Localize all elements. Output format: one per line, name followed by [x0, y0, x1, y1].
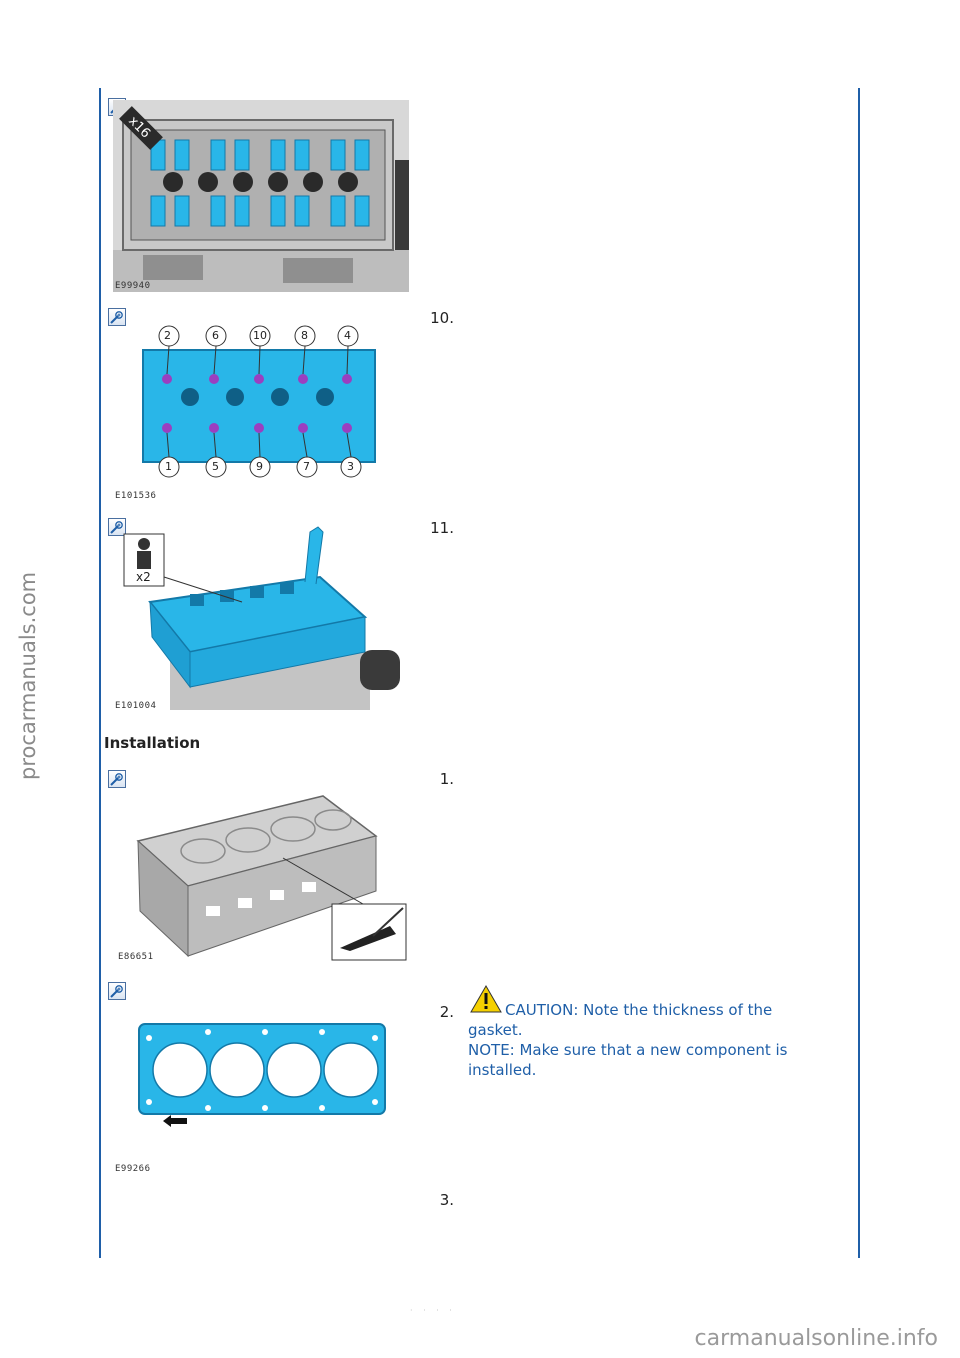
- sequence-label: 1: [165, 460, 172, 473]
- figure-camshaft-caps: x16: [113, 100, 409, 292]
- figure-code: E86651: [118, 952, 154, 962]
- caution-icon: [469, 984, 503, 1014]
- section-heading: Installation: [104, 734, 201, 752]
- sequence-label: 5: [212, 460, 219, 473]
- step-number: 10.: [430, 309, 454, 327]
- side-watermark: procarmanuals.com: [16, 571, 40, 780]
- step-number: 1.: [439, 770, 454, 788]
- sequence-label: 10: [253, 329, 267, 342]
- figure-code: E101004: [115, 701, 157, 711]
- sequence-label: 8: [301, 329, 308, 342]
- figure-tightening-sequence: 2 6 10 8 4 1 5 9 7 3: [135, 322, 385, 482]
- footer-fragment: · · · ·: [410, 1306, 456, 1315]
- zoom-icon[interactable]: [108, 982, 126, 1000]
- zoom-icon[interactable]: [108, 308, 126, 326]
- zoom-icon[interactable]: [108, 518, 126, 536]
- figure-code: E101536: [115, 491, 157, 501]
- figure-head-gasket: [135, 1018, 390, 1133]
- caution-text-line-1: CAUTION: Note the thickness of the: [505, 1001, 773, 1019]
- sequence-label: 7: [303, 460, 310, 473]
- caution-text-line-2: gasket.: [468, 1021, 523, 1039]
- sequence-label: 2: [164, 329, 171, 342]
- step-2-instructions: CAUTION: Note the thickness of the gaske…: [468, 1000, 838, 1080]
- step-number: 3.: [439, 1191, 454, 1209]
- note-text-line-1: NOTE: Make sure that a new component is: [468, 1041, 788, 1059]
- sequence-label: 6: [212, 329, 219, 342]
- figure-code: E99266: [115, 1164, 151, 1174]
- sequence-label: 9: [256, 460, 263, 473]
- left-margin-rule: [99, 88, 101, 1258]
- sequence-label: 4: [344, 329, 351, 342]
- right-margin-rule: [858, 88, 860, 1258]
- figure-code: E99940: [115, 281, 151, 291]
- note-text-line-2: installed.: [468, 1061, 537, 1079]
- step-number: 11.: [430, 519, 454, 537]
- figure-callout: x2: [136, 570, 151, 584]
- figure-cleaning-surface: [118, 786, 410, 964]
- sequence-label: 3: [347, 460, 354, 473]
- figure-cylinder-head-removal: x2: [120, 522, 410, 712]
- bottom-watermark: carmanualsonline.info: [694, 1326, 938, 1351]
- zoom-icon[interactable]: [108, 770, 126, 788]
- step-number: 2.: [439, 1003, 454, 1021]
